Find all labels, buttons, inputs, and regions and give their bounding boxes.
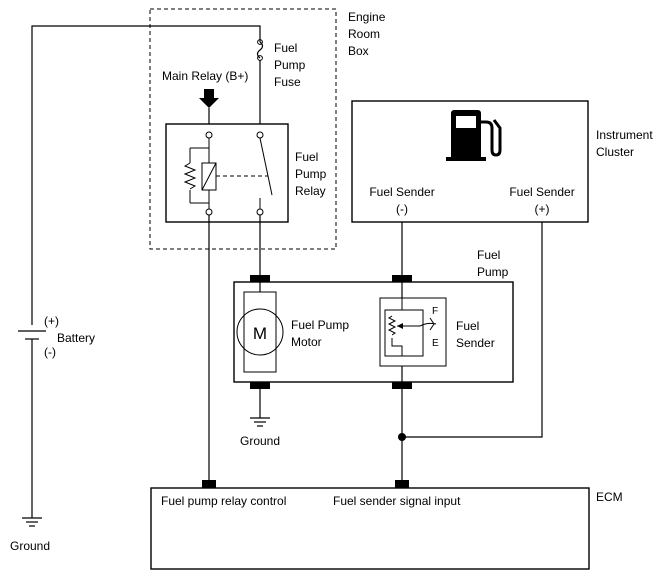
- sender-resistor-symbol: [387, 315, 397, 336]
- fuel-sender-neg-label-1: Fuel Sender: [369, 185, 434, 199]
- fuel-pump-label-2: Pump: [477, 265, 509, 279]
- fuel-sender-unit: [379, 297, 447, 367]
- fuel-sender-neg-label-2: (-): [396, 202, 408, 216]
- fuel-sender-label-1: Fuel: [456, 319, 479, 333]
- fuel-pump-relay-box: [165, 123, 289, 223]
- fuel-sender-pos-label-2: (+): [535, 202, 550, 216]
- fuel-pump-motor-label-1: Fuel Pump: [291, 318, 349, 332]
- battery-neg-label: (-): [44, 345, 56, 359]
- engine-room-box-label-1: Engine: [348, 10, 386, 24]
- motor-symbol: [236, 308, 284, 356]
- battery-label: Battery: [57, 331, 95, 345]
- ecm-label: ECM: [596, 490, 623, 504]
- ground-icon: [250, 417, 270, 427]
- battery-pos-label: (+): [44, 314, 59, 328]
- battery-symbol: [18, 330, 46, 340]
- ecm-box: [150, 487, 590, 570]
- motor-housing: [243, 291, 277, 373]
- relay-switch-contact: [259, 137, 273, 196]
- sender-pos-wire: [402, 222, 543, 438]
- relay-resistor-symbol: [183, 162, 197, 190]
- fuel-pump-label-1: Fuel: [477, 248, 500, 262]
- fuel-pump-relay-label-1: Fuel: [295, 150, 318, 164]
- fuel-pump-fuse-label-2: Pump: [274, 58, 306, 72]
- ground-battery-label: Ground: [10, 539, 50, 553]
- fuel-pump-fuse-label-3: Fuse: [274, 75, 301, 89]
- motor-symbol-label: M: [253, 324, 267, 343]
- gauge-empty-label: E: [432, 338, 439, 349]
- fuel-pump-relay-label-3: Relay: [295, 184, 326, 198]
- ecm-sender-input-label: Fuel sender signal input: [333, 494, 461, 508]
- ground-motor-label: Ground: [240, 434, 280, 448]
- engine-room-box: [149, 8, 337, 250]
- fuel-pump-relay-label-2: Pump: [295, 167, 327, 181]
- main-relay-label: Main Relay (B+): [162, 69, 248, 83]
- engine-room-box-label-2: Room: [348, 27, 380, 41]
- fuse-symbol: [256, 41, 264, 59]
- instrument-cluster-label-2: Cluster: [596, 145, 634, 159]
- fuel-sender-pos-label-1: Fuel Sender: [509, 185, 574, 199]
- ecm-relay-control-label: Fuel pump relay control: [161, 494, 286, 508]
- gauge-full-label: F: [432, 306, 438, 317]
- fuel-pump-motor-label-2: Motor: [291, 335, 322, 349]
- fuel-pump-fuse-label-1: Fuel: [274, 41, 297, 55]
- fuel-sender-label-2: Sender: [456, 336, 495, 350]
- sender-float-arm: [419, 322, 437, 327]
- fuel-pump-icon: [446, 110, 502, 161]
- battery-supply-wire: [31, 25, 261, 325]
- ground-icon: [22, 517, 42, 527]
- instrument-cluster-label-1: Instrument: [596, 128, 653, 142]
- wire-junction-dot: [398, 433, 406, 441]
- fuel-pump-assembly-box: [233, 281, 514, 383]
- main-relay-arrow-icon: [199, 89, 219, 108]
- engine-room-box-label-3: Box: [348, 44, 369, 58]
